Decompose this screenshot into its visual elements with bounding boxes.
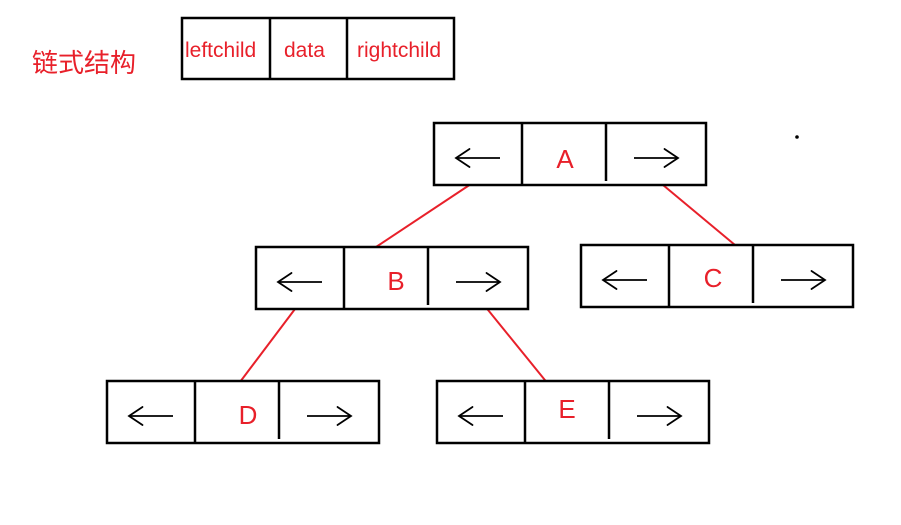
node-box (105, 379, 381, 445)
right-arrow-icon (307, 406, 353, 426)
tree-nodes: A B C D E (105, 121, 855, 445)
diagram-title: 链式结构 (32, 49, 136, 79)
legend-field-leftchild: leftchild (185, 39, 256, 62)
node-box (435, 379, 711, 445)
node-label-c: C (704, 263, 723, 293)
edge-b-d (239, 308, 296, 383)
edge-a-c (656, 179, 736, 246)
left-arrow-icon (457, 406, 503, 426)
node-label-e: E (558, 394, 575, 424)
right-arrow-icon (781, 270, 827, 290)
right-arrow-icon (637, 406, 683, 426)
node-structure-legend: leftchild data rightchild (180, 16, 456, 81)
tree-node-c: C (579, 243, 855, 309)
legend-field-rightchild: rightchild (357, 39, 441, 62)
tree-node-e: E (435, 379, 711, 445)
right-arrow-icon (456, 272, 502, 292)
left-arrow-icon (601, 270, 647, 290)
tree-node-d: D (105, 379, 381, 445)
stray-dot (795, 135, 799, 139)
edge-a-b (375, 179, 478, 248)
tree-node-b: B (254, 245, 530, 311)
tree-node-a: A (432, 121, 708, 187)
tree-edges (239, 179, 736, 391)
node-box (579, 243, 855, 309)
node-label-a: A (556, 144, 574, 174)
left-arrow-icon (276, 272, 322, 292)
left-arrow-icon (454, 148, 500, 168)
node-label-b: B (387, 266, 404, 296)
edge-b-e (483, 304, 554, 391)
left-arrow-icon (127, 406, 173, 426)
node-box (254, 245, 530, 311)
node-label-d: D (239, 400, 258, 430)
right-arrow-icon (634, 148, 680, 168)
legend-field-data: data (284, 39, 325, 62)
node-box (432, 121, 708, 187)
